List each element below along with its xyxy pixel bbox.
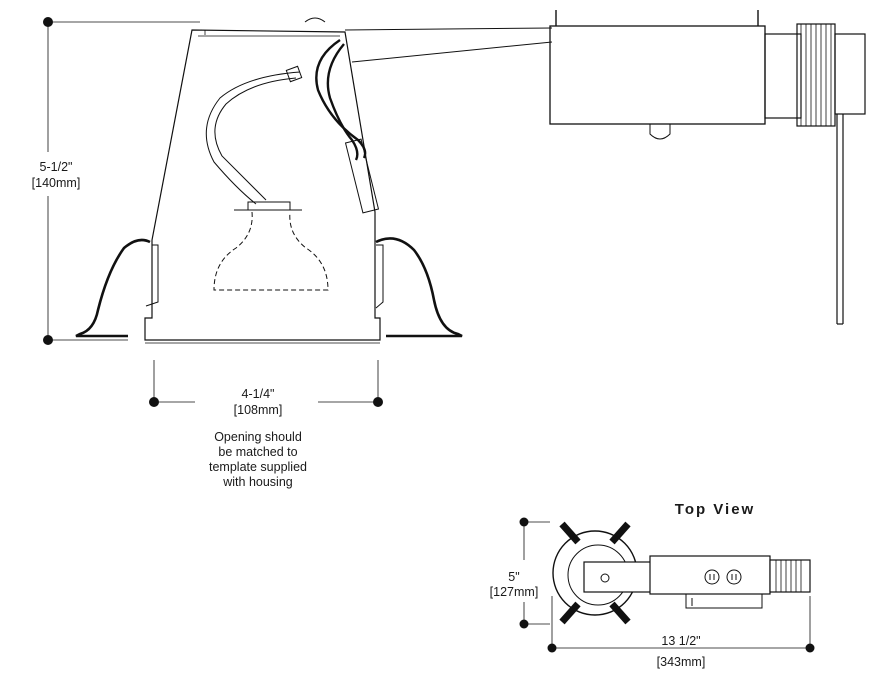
height-dimension-line: [43, 17, 200, 345]
height-imperial-label: 5-1/2": [40, 160, 73, 174]
housing-can: [144, 29, 381, 341]
note-line: template supplied: [209, 460, 307, 474]
note-line: Opening should: [214, 430, 302, 444]
lamp-outline: [213, 211, 329, 291]
top-view: [519, 517, 815, 653]
supply-wires: [315, 39, 367, 159]
transformer-coil: [764, 23, 866, 325]
top-view-title: Top View: [675, 501, 755, 518]
top-view-height-imperial-label: 5": [508, 570, 519, 584]
top-view-length-imperial-label: 13 1/2": [661, 634, 700, 648]
top-view-height-dimension-line: [519, 517, 550, 629]
right-mounting-clip: [375, 237, 463, 338]
side-view: [43, 10, 866, 407]
left-mounting-clip: [75, 238, 151, 338]
width-metric-label: [108mm]: [234, 403, 283, 417]
top-view-height-metric-label: [127mm]: [490, 585, 539, 599]
note-line: be matched to: [218, 445, 297, 459]
note-line: with housing: [222, 475, 293, 489]
socket-cable: [214, 77, 297, 201]
width-imperial-label: 4-1/4": [242, 387, 275, 401]
height-metric-label: [140mm]: [32, 176, 81, 190]
top-view-length-metric-label: [343mm]: [657, 655, 706, 669]
top-view-length-dimension-line: [547, 596, 815, 653]
junction-box: [549, 25, 766, 125]
width-dimension-line: [149, 360, 383, 407]
